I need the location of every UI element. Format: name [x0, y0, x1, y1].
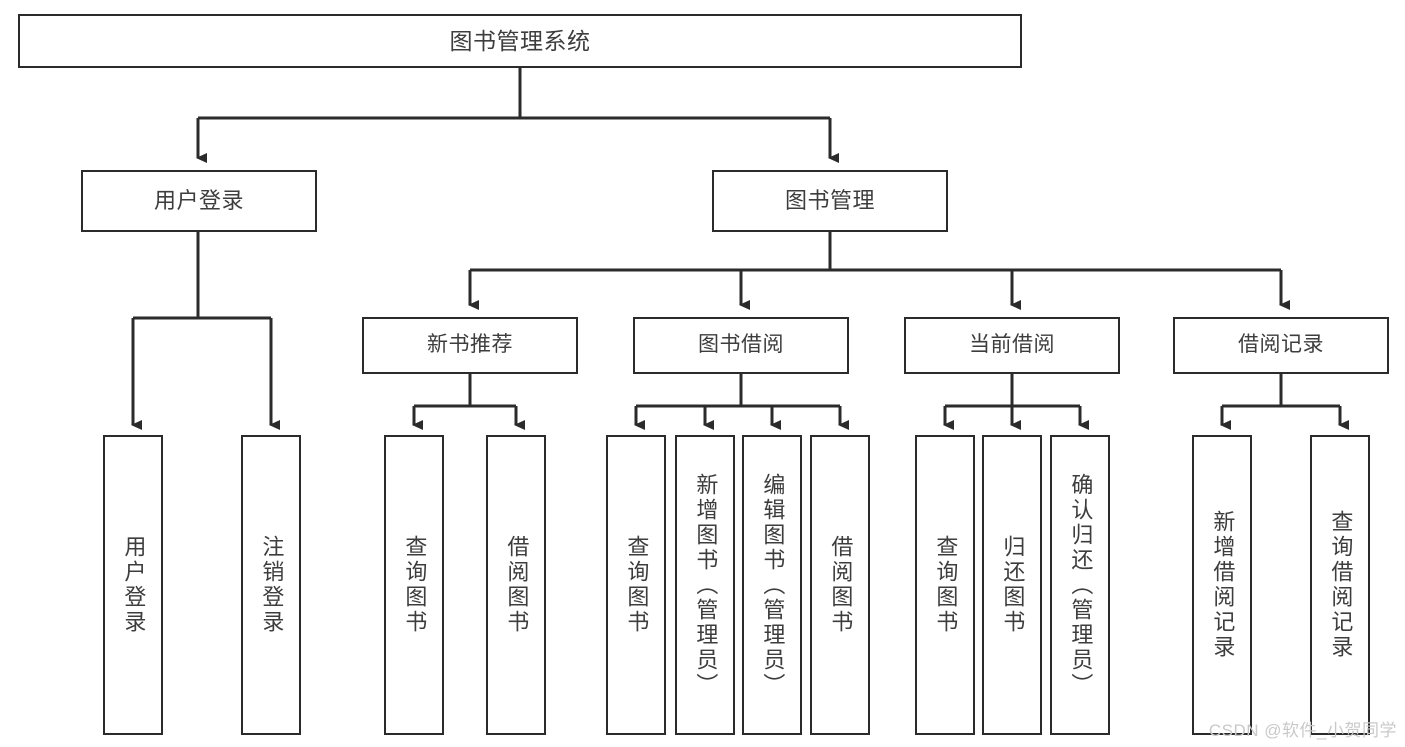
leaf-label: 新增借阅记录	[1210, 510, 1236, 660]
leaf-label: 用户登录	[121, 535, 147, 635]
node-label: 借阅记录	[1238, 333, 1324, 357]
node-label: 新书推荐	[427, 333, 513, 357]
leaf-recommend-query-book[interactable]: 查询图书	[384, 435, 444, 735]
leaf-label: 查询图书	[402, 535, 428, 635]
node-label: 图书管理系统	[449, 27, 591, 54]
leaf-label: 查询借阅记录	[1328, 510, 1354, 660]
node-book-management[interactable]: 图书管理	[712, 170, 948, 232]
node-book-borrow[interactable]: 图书借阅	[633, 317, 849, 374]
node-label: 当前借阅	[969, 333, 1055, 357]
node-current-borrow[interactable]: 当前借阅	[904, 317, 1120, 374]
csdn-watermark: CSDN @软件_小贺同学	[1208, 721, 1397, 740]
leaf-label: 新增图书（管理员）	[693, 472, 719, 698]
node-new-book-recommend[interactable]: 新书推荐	[362, 317, 578, 374]
leaf-label: 借阅图书	[504, 535, 530, 635]
leaf-label: 注销登录	[259, 535, 285, 635]
node-root-system[interactable]: 图书管理系统	[18, 14, 1022, 68]
leaf-user-login-logout[interactable]: 注销登录	[241, 435, 301, 735]
leaf-current-confirm-return[interactable]: 确认归还（管理员）	[1050, 435, 1110, 735]
leaf-label: 编辑图书（管理员）	[760, 472, 786, 698]
leaf-label: 确认归还（管理员）	[1068, 472, 1094, 698]
leaf-label: 查询图书	[933, 535, 959, 635]
leaf-record-query-record[interactable]: 查询借阅记录	[1310, 435, 1370, 735]
leaf-label: 查询图书	[624, 535, 650, 635]
leaf-label: 借阅图书	[828, 535, 854, 635]
node-label: 图书借阅	[698, 333, 784, 357]
leaf-current-return-book[interactable]: 归还图书	[982, 435, 1042, 735]
leaf-borrow-borrow-book[interactable]: 借阅图书	[810, 435, 870, 735]
node-label: 图书管理	[784, 188, 875, 214]
leaf-label: 归还图书	[1000, 535, 1026, 635]
node-borrow-record[interactable]: 借阅记录	[1173, 317, 1389, 374]
leaf-borrow-query-book[interactable]: 查询图书	[606, 435, 666, 735]
leaf-current-query-book[interactable]: 查询图书	[915, 435, 975, 735]
leaf-record-add-record[interactable]: 新增借阅记录	[1192, 435, 1252, 735]
leaf-recommend-borrow-book[interactable]: 借阅图书	[486, 435, 546, 735]
leaf-borrow-edit-book[interactable]: 编辑图书（管理员）	[742, 435, 802, 735]
node-user-login[interactable]: 用户登录	[81, 170, 317, 232]
node-label: 用户登录	[153, 188, 244, 214]
leaf-user-login-login[interactable]: 用户登录	[103, 435, 163, 735]
leaf-borrow-add-book[interactable]: 新增图书（管理员）	[675, 435, 735, 735]
